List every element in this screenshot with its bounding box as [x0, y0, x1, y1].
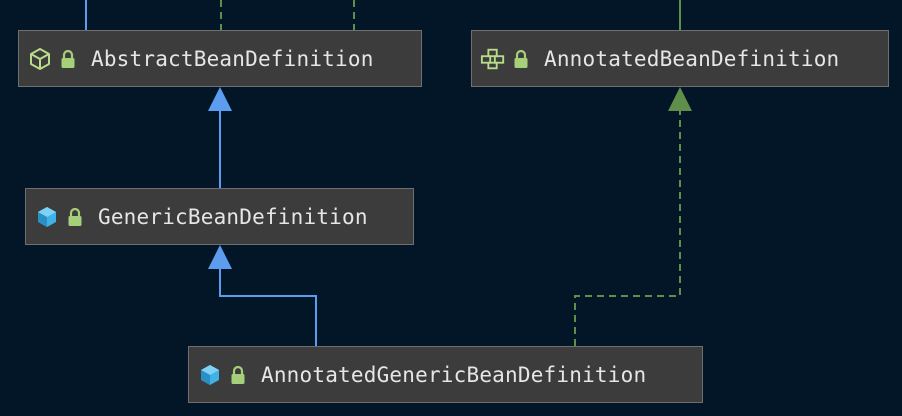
- class-icon: [197, 362, 223, 388]
- class-icon: [34, 204, 60, 230]
- lock-icon: [512, 48, 530, 70]
- extends-arrowhead: [208, 87, 232, 111]
- lock-icon: [66, 206, 84, 228]
- node-label: AnnotatedGenericBeanDefinition: [261, 362, 647, 387]
- node-annotated-generic-bean-definition[interactable]: AnnotatedGenericBeanDefinition: [188, 346, 703, 403]
- implements-arrowhead: [668, 87, 692, 111]
- implements-edge: [574, 110, 681, 346]
- node-label: AnnotatedBeanDefinition: [544, 46, 840, 71]
- node-label: AbstractBeanDefinition: [91, 46, 374, 71]
- node-annotated-bean-definition[interactable]: AnnotatedBeanDefinition: [471, 30, 889, 87]
- abstract-class-icon: [27, 46, 53, 72]
- lock-icon: [229, 364, 247, 386]
- lock-icon: [59, 48, 77, 70]
- extends-edge: [219, 268, 317, 346]
- extends-arrowhead: [208, 245, 232, 269]
- node-abstract-bean-definition[interactable]: AbstractBeanDefinition: [18, 30, 422, 87]
- node-label: GenericBeanDefinition: [98, 204, 368, 229]
- node-generic-bean-definition[interactable]: GenericBeanDefinition: [25, 188, 414, 245]
- interface-icon: [480, 46, 506, 72]
